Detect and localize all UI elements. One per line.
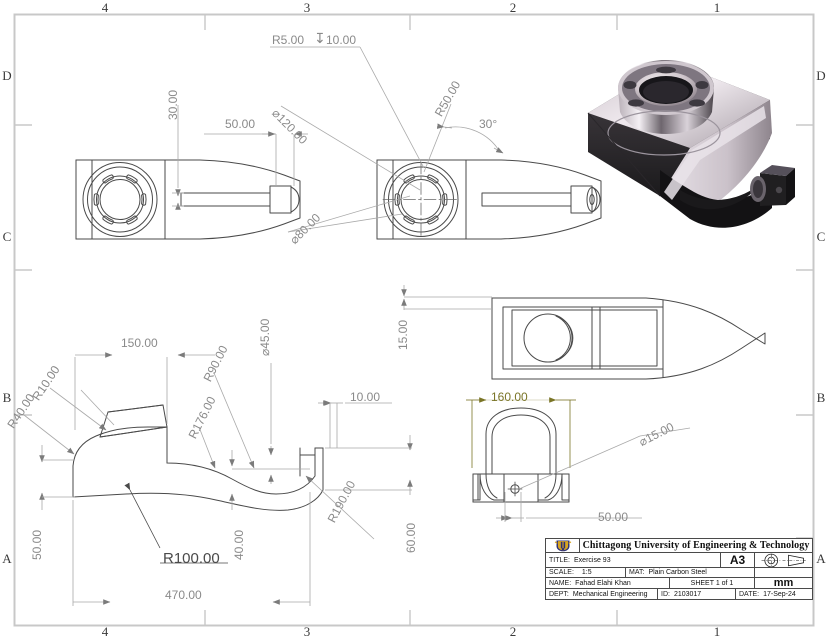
material-field: MAT: Plain Carbon Steel [626,568,755,578]
title-block: Chittagong University of Engineering & T… [545,538,813,600]
units: mm [773,578,794,589]
zone-top-3: 3 [303,0,311,15]
date-label: DATE: [739,590,760,598]
dim-60: 60.00 [404,522,418,553]
scale-value: 1:5 [581,569,592,577]
title-block-row-title: TITLE: Exercise 93 A3 [546,553,812,568]
name-value: Fahad Elahi Khan [575,579,631,587]
dim-10: 10.00 [350,390,381,404]
zone-right-b: B [816,390,826,405]
zone-top-4: 4 [101,0,109,15]
dim-470: 470.00 [165,588,202,602]
title-block-row-dept: DEPT: Mechanical Engineering ID: 2103017… [546,589,812,599]
title-label: TITLE: [549,556,571,564]
dim-r100: R100.00 [163,550,220,567]
dim-depth-10: 10.00 [326,33,357,47]
dim-angle-30: 30° [479,117,498,131]
dimension-lines [23,46,691,606]
dim-40: 40.00 [232,529,246,560]
date-value: 17-Sep-24 [763,590,796,598]
zone-left-d: D [2,68,12,83]
material-value: Plain Carbon Steel [648,569,707,577]
dim-50-left: 50.00 [225,117,256,131]
dim-30: 30.00 [166,89,180,120]
dept-label: DEPT: [549,590,569,598]
sheet-count: SHEET 1 of 1 [670,578,755,589]
dim-dia-45: ⌀45.00 [258,319,272,356]
scale-field: SCALE: 1:5 [546,568,626,578]
id-field: ID: 2103017 [658,589,736,599]
id-label: ID: [661,590,670,598]
date-field: DATE: 17-Sep-24 [736,589,812,599]
zone-bottom-4: 4 [101,624,109,639]
title-block-row-name: NAME: Fahad Elahi Khan SHEET 1 of 1 mm [546,578,812,590]
name-field: NAME: Fahad Elahi Khan [546,578,670,589]
diameter-symbol-icon-3: ⌀ [258,348,272,356]
zone-bottom-3: 3 [303,624,311,639]
dept-value: Mechanical Engineering [572,590,648,598]
name-label: NAME: [549,579,572,587]
dim-160: 160.00 [491,390,528,404]
title-value: Exercise 93 [574,556,611,564]
material-label: MAT: [629,569,645,577]
dept-field: DEPT: Mechanical Engineering [546,589,658,599]
title-block-row-scale: SCALE: 1:5 MAT: Plain Carbon Steel [546,568,812,579]
view-front-middle [376,159,602,240]
dim-50-bottom-right: 50.00 [598,510,629,524]
scale-label: SCALE: [549,569,574,577]
view-side-profile [72,404,324,511]
projection-symbol-icon [761,553,806,567]
university-name: Chittagong University of Engineering & T… [582,540,810,551]
dim-r5: R5.00 [272,33,305,47]
zone-left-c: C [2,229,12,244]
view-end [472,407,570,503]
dim-50-lower-left: 50.00 [30,529,44,560]
zone-right-c: C [816,229,826,244]
zone-left-a: A [2,551,12,566]
zone-bottom-1: 1 [713,624,721,639]
dim-dia-45-value: 45.00 [258,318,272,349]
id-value: 2103017 [673,590,702,598]
view-top-right [491,297,766,380]
projection-spacer [755,568,812,577]
title-block-row-university: Chittagong University of Engineering & T… [546,539,812,553]
zone-top-2: 2 [509,0,517,15]
sheet-size: A3 [721,553,755,567]
first-angle-projection-icon [755,553,812,567]
zone-right-a: A [816,551,826,566]
dim-150: 150.00 [121,336,158,350]
university-crest-logo [546,539,580,552]
zone-left-b: B [2,390,12,405]
crest-icon [554,540,571,552]
title-field: TITLE: Exercise 93 [546,553,721,567]
zone-top-1: 1 [713,0,721,15]
zone-bottom-2: 2 [509,624,517,639]
depth-symbol-icon: ↧ [314,30,326,46]
dim-15: 15.00 [396,319,410,350]
isometric-model [587,60,795,228]
zone-right-d: D [816,68,826,83]
view-front-left [75,159,301,240]
